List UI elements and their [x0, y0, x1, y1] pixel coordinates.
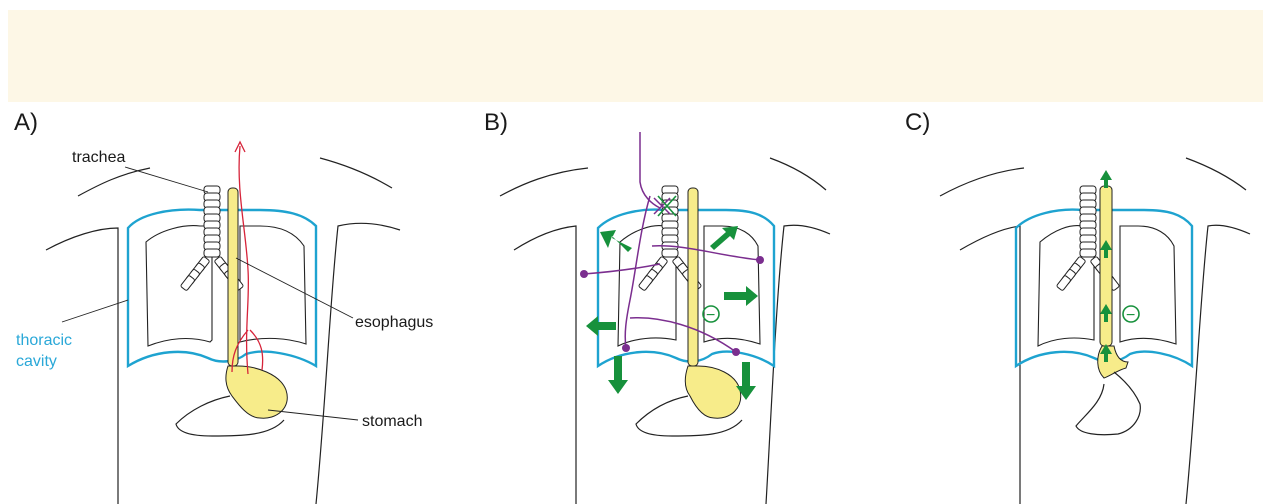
panel-c-right-lung [1120, 226, 1176, 344]
leader-trachea [125, 167, 208, 192]
panel-a-esophagus [228, 188, 238, 366]
panel-b-stomach [685, 366, 740, 418]
panel-b-esophagus [688, 188, 698, 366]
label-trachea: trachea [72, 149, 125, 166]
panel-b-letter: B) [484, 109, 508, 136]
panel-a-stomach [226, 366, 287, 418]
label-thoracic-cavity-line1: thoracic [16, 332, 72, 349]
panel-c-minus-sign: − [1126, 307, 1135, 324]
label-esophagus: esophagus [355, 314, 433, 331]
leader-stomach [268, 410, 358, 420]
panel-c-left-shoulder [940, 168, 1024, 196]
panel-b-node-right [756, 256, 764, 264]
panel-a-left-shoulder [78, 168, 150, 196]
panel-b-node-bottom-left [622, 344, 630, 352]
panel-c: C) − [905, 109, 1250, 504]
panel-a-left-lung [146, 226, 212, 346]
panel-b-arrow-down-left [608, 356, 628, 394]
panel-b-node-bottom-right [732, 348, 740, 356]
label-stomach: stomach [362, 413, 422, 430]
panel-b-right-side [766, 225, 830, 504]
panel-b: B) − [484, 109, 830, 504]
panel-a-right-lung [240, 226, 306, 344]
panel-b-minus-sign: − [706, 307, 715, 324]
panel-a-right-side [316, 223, 400, 504]
panel-c-left-side [960, 226, 1020, 504]
panel-b-right-shoulder [770, 158, 826, 190]
panel-a-right-shoulder [320, 158, 392, 188]
panel-b-left-side [514, 226, 576, 504]
panel-c-letter: C) [905, 109, 930, 136]
panel-b-left-shoulder [500, 168, 588, 196]
panel-a-letter: A) [14, 109, 38, 136]
panel-c-arrow-top [1100, 170, 1112, 188]
label-thoracic-cavity-line2: cavity [16, 353, 57, 370]
panel-c-right-side [1186, 225, 1250, 504]
panel-c-right-shoulder [1186, 158, 1246, 190]
panel-b-node-left [580, 270, 588, 278]
panel-b-arrow-left [586, 316, 616, 336]
panel-b-right-lung [704, 226, 760, 344]
panel-a: A) trachea esophagus thoracic cavity st [14, 109, 433, 504]
panel-c-stomach-outline [1076, 372, 1140, 435]
